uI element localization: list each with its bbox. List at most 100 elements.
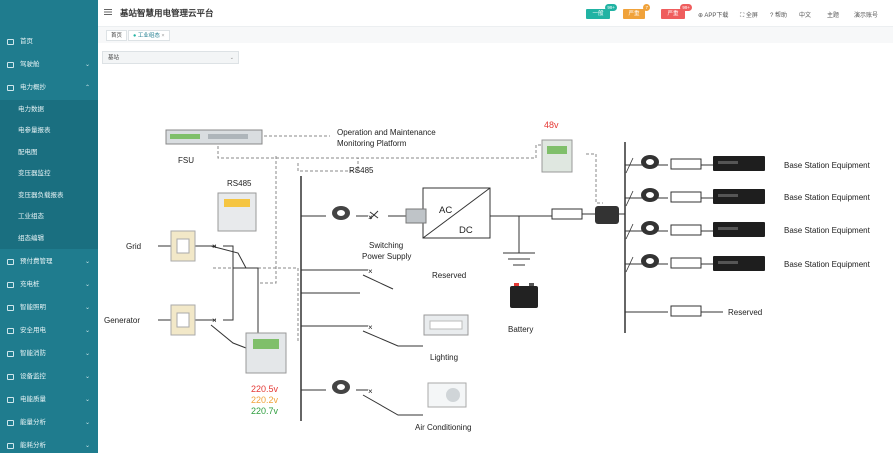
platform-label-line1: Operation and Maintenance: [337, 128, 436, 137]
reserved-label-left: Reserved: [432, 271, 466, 280]
alarm-badge-general[interactable]: 一般 99+: [586, 4, 617, 19]
submenu-item-transformer-monitor[interactable]: 变压器监控: [0, 164, 98, 184]
current-sensor-icon: [641, 155, 659, 169]
grid-current-transformer[interactable]: [170, 230, 196, 262]
prepay-icon: [7, 259, 14, 265]
charger-icon: [7, 282, 14, 288]
chevron-down-icon: ⌄: [84, 328, 90, 334]
menu-toggle-icon[interactable]: [104, 8, 112, 16]
sidebar-item-consumption[interactable]: 能耗分析⌄: [0, 436, 98, 456]
quality-icon: [7, 397, 14, 403]
platform-label-line2: Monitoring Platform: [337, 139, 407, 148]
sidebar-item-label: 能耗分析: [20, 442, 46, 449]
sidebar-item-fire[interactable]: 智能消防 ⌄: [0, 344, 98, 364]
sidebar-item-safety[interactable]: 安全用电⌄: [0, 321, 98, 341]
chevron-down-icon: ⌄: [84, 397, 90, 403]
home-icon: [7, 39, 14, 45]
close-icon[interactable]: ×: [161, 33, 165, 39]
sidebar: 首页 驾驶舱⌄ 电力概抄 ⌃ 电力数据 电参量报表 配电图 变压器监控 变压器负载…: [0, 0, 98, 453]
submenu-item-industrial-config[interactable]: 工业组态: [0, 207, 98, 227]
current-sensor-icon: [641, 188, 659, 202]
energy-meter-device[interactable]: [217, 192, 257, 232]
air-conditioner-unit[interactable]: [427, 382, 467, 408]
multifunction-meter[interactable]: [245, 332, 287, 374]
base-station-equipment[interactable]: [713, 189, 765, 204]
current-sensor-icon: [332, 206, 350, 220]
base-station-equipment[interactable]: [713, 256, 765, 271]
sidebar-item-power[interactable]: 电力概抄 ⌃: [0, 78, 98, 98]
fullscreen-button[interactable]: ⛶ 全屏: [740, 13, 758, 19]
submenu-item-transformer-report[interactable]: 变压器负载报表: [0, 186, 98, 206]
phase-b-voltage: 220.2v: [251, 395, 279, 405]
energy-icon: [7, 420, 14, 426]
help-icon: ?: [770, 13, 774, 19]
sidebar-item-label: 电力概抄: [20, 84, 46, 91]
sidebar-item-dashboard[interactable]: 驾驶舱⌄: [0, 55, 98, 75]
generator-current-transformer[interactable]: [170, 304, 196, 336]
sidebar-item-monitor[interactable]: 设备监控⌄: [0, 367, 98, 387]
phase-c-voltage: 220.7v: [251, 406, 279, 416]
equipment-label: Base Station Equipment: [784, 193, 871, 202]
download-icon: ⊕: [698, 13, 704, 19]
theme-switch[interactable]: 主题: [827, 13, 840, 19]
dc-monitor-module[interactable]: [541, 139, 573, 173]
chevron-down-icon: ⌄: [84, 351, 90, 357]
sidebar-item-prepay[interactable]: 预付费管理⌄: [0, 252, 98, 272]
sidebar-item-home[interactable]: 首页: [0, 32, 98, 52]
current-sensor-icon: [641, 254, 659, 268]
fullscreen-icon: ⛶: [740, 13, 745, 19]
site-select-value: 基站: [108, 55, 120, 61]
sidebar-item-label: 设备监控: [20, 373, 46, 380]
switch-icon: ×: [212, 316, 217, 325]
switching-label-line2: Power Supply: [362, 252, 411, 261]
switch-icon: ×: [368, 213, 373, 222]
switch-icon: ×: [368, 387, 373, 396]
alarm-label: 一般: [592, 11, 604, 17]
dashboard-icon: [7, 62, 14, 68]
sidebar-item-label: 首页: [20, 38, 33, 45]
tab-bar: 首页 ● 工业组态 ×: [98, 27, 893, 43]
tab-industrial-config[interactable]: ● 工业组态 ×: [128, 30, 170, 41]
rs485-label-center: RS485: [349, 166, 374, 175]
lighting-label: Lighting: [430, 353, 458, 362]
alarm-badge-critical[interactable]: 严重 99+: [661, 4, 692, 19]
app-title: 基站智慧用电管理云平台: [120, 8, 214, 18]
sidebar-item-lighting[interactable]: 智能照明⌄: [0, 298, 98, 318]
user-account[interactable]: 演示账号: [854, 13, 879, 19]
generator-label: Generator: [104, 316, 140, 325]
submenu-item-power-data[interactable]: 电力数据: [0, 100, 98, 120]
sidebar-item-energy[interactable]: 能量分析⌄: [0, 413, 98, 433]
sidebar-item-label: 智能照明: [20, 304, 46, 311]
alarm-count: 99+: [605, 4, 617, 11]
language-switch[interactable]: 中文: [799, 13, 812, 19]
base-station-equipment[interactable]: [713, 156, 765, 171]
phase-a-voltage: 220.5v: [251, 384, 279, 394]
base-station-equipment[interactable]: [713, 222, 765, 237]
help-link[interactable]: ? 帮助: [770, 13, 788, 19]
monitor-icon: [7, 374, 14, 380]
site-select[interactable]: 基站⌄: [102, 51, 239, 64]
app-download-link[interactable]: ⊕ APP下载: [698, 13, 729, 19]
sidebar-item-label: 智能消防: [20, 350, 46, 357]
switch-icon: ×: [368, 267, 373, 276]
consumption-icon: [7, 443, 14, 449]
submenu-item-distribution[interactable]: 配电图: [0, 143, 98, 163]
battery-device[interactable]: [510, 283, 538, 308]
tab-home[interactable]: 首页: [106, 30, 128, 41]
fire-icon: [7, 351, 14, 357]
sidebar-item-charger[interactable]: 充电桩⌄: [0, 275, 98, 295]
switching-power-supply[interactable]: [405, 208, 427, 224]
submenu-item-parameter-report[interactable]: 电参量报表: [0, 121, 98, 141]
submenu-item-config-edit[interactable]: 组态编辑: [0, 229, 98, 249]
dc-current-sensor[interactable]: [595, 206, 619, 224]
lighting-fixture[interactable]: [423, 314, 469, 336]
top-header: 基站智慧用电管理云平台 一般 99+ 严重 7 严重 99+ ⊕ APP下载 ⛶…: [98, 0, 893, 27]
dc-voltage-readout: 48v: [544, 120, 559, 130]
alarm-badge-serious[interactable]: 严重 7: [623, 4, 650, 19]
lighting-icon: [7, 305, 14, 311]
chevron-up-icon: ⌃: [84, 85, 90, 91]
fsu-device[interactable]: [165, 129, 263, 145]
main-content: 基站⌄: [98, 43, 893, 453]
sidebar-item-label: 预付费管理: [20, 258, 53, 265]
sidebar-item-quality[interactable]: 电能质量⌄: [0, 390, 98, 410]
